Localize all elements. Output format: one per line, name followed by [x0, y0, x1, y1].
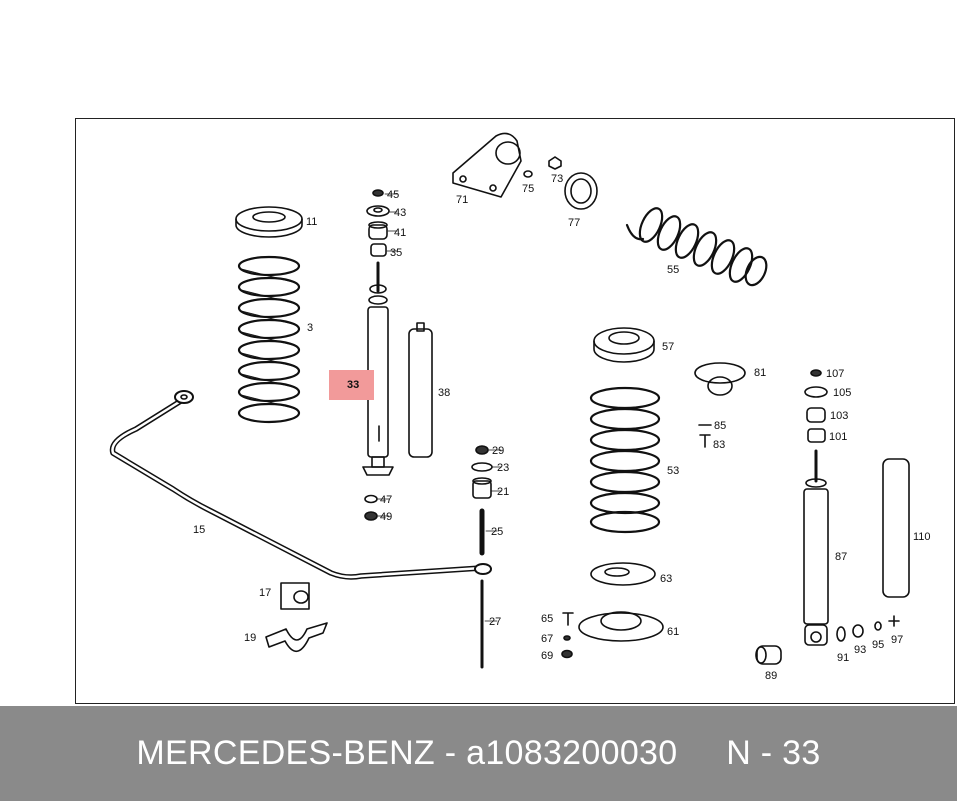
bracket-part-71: [452, 132, 522, 198]
label-part-57: 57: [662, 341, 674, 353]
label-part-38: 38: [438, 387, 450, 399]
label-part-91: 91: [837, 652, 849, 664]
label-part-49: 49: [380, 511, 392, 523]
label-part-77: 77: [568, 217, 580, 229]
part-number: a1083200030: [466, 734, 678, 772]
label-part-95: 95: [872, 639, 884, 651]
label-part-41: 41: [394, 227, 406, 239]
label-part-35: 35: [390, 247, 402, 259]
label-part-63: 63: [660, 573, 672, 585]
bracket-part-19: [265, 622, 328, 653]
small-parts-73-75: [523, 156, 562, 178]
shock-absorber-part-87: [803, 449, 829, 646]
label-part-19: 19: [244, 632, 256, 644]
label-part-89: 89: [765, 670, 777, 682]
label-part-69: 69: [541, 650, 553, 662]
small-parts-65-69: [561, 612, 574, 659]
label-part-55: 55: [667, 264, 679, 276]
label-part-53: 53: [667, 465, 679, 477]
brand-name: MERCEDES-BENZ: [136, 734, 436, 772]
label-part-83: 83: [713, 439, 725, 451]
label-part-29: 29: [492, 445, 504, 457]
label-part-15: 15: [193, 524, 205, 536]
highlight-box-part-33[interactable]: [329, 370, 374, 400]
coil-spring-part-53: [589, 386, 661, 534]
label-part-107: 107: [826, 368, 844, 380]
label-part-93: 93: [854, 644, 866, 656]
gap: [677, 734, 726, 772]
label-part-17: 17: [259, 587, 271, 599]
label-part-11: 11: [306, 216, 317, 228]
protective-tube-part-110: [882, 458, 910, 598]
label-part-61: 61: [667, 626, 679, 638]
label-part-87: 87: [835, 551, 847, 563]
small-parts-83-85: [698, 424, 712, 448]
coil-spring-part-55: [625, 207, 768, 287]
label-part-43: 43: [394, 207, 406, 219]
leader-lines: [377, 193, 502, 622]
label-part-71: 71: [456, 194, 468, 206]
label-part-65: 65: [541, 613, 553, 625]
nut-washer-47-49: [364, 494, 378, 521]
footer-bar: MERCEDES-BENZ - a1083200030 N - 33: [0, 706, 957, 801]
spring-pad-part-63: [590, 562, 656, 586]
small-parts-91-97: [836, 615, 900, 642]
protective-tube-part-38: [408, 322, 433, 458]
stabilizer-ends: [174, 390, 492, 575]
suspension-exploded-diagram: 11 3 45 43 41 35 33 38 47 49 15 17 19 29…: [109, 132, 931, 682]
label-part-101: 101: [829, 431, 847, 443]
footer-caption: MERCEDES-BENZ - a1083200030 N - 33: [136, 734, 820, 773]
label-part-21: 21: [497, 486, 509, 498]
label-part-47: 47: [380, 494, 392, 506]
label-part-23: 23: [497, 462, 509, 474]
mount-plate-part-61: [578, 611, 664, 642]
link-stack-centre: [471, 445, 493, 669]
stabilizer-bar-inner: [111, 397, 483, 579]
shock-absorber-part-33: [362, 261, 394, 476]
clamp-part-77: [564, 172, 598, 210]
diagram-frame: 11 3 45 43 41 35 33 38 47 49 15 17 19 29…: [75, 118, 955, 704]
label-part-45: 45: [387, 189, 399, 201]
label-part-27: 27: [489, 616, 501, 628]
label-part-110: 110: [913, 531, 931, 543]
label-part-103: 103: [830, 410, 848, 422]
label-part-75: 75: [522, 183, 534, 195]
part-labels: 11 3 45 43 41 35 33 38 47 49 15 17 19 29…: [193, 173, 931, 682]
label-part-105: 105: [833, 387, 851, 399]
shock-mount-stack-left: [366, 189, 390, 257]
label-part-3: 3: [307, 322, 313, 334]
shock-mount-stack-right: [804, 369, 828, 443]
label-part-81: 81: [754, 367, 766, 379]
label-part-73: 73: [551, 173, 563, 185]
rubber-bushing-part-17: [280, 582, 310, 610]
position-label: N - 33: [726, 734, 821, 772]
label-part-85: 85: [714, 420, 726, 432]
label-part-67: 67: [541, 633, 553, 645]
bushing-part-89: [755, 645, 782, 665]
separator: -: [435, 734, 467, 772]
label-part-25: 25: [491, 526, 503, 538]
spring-seat-part-57: [593, 327, 655, 363]
mount-part-81: [694, 362, 746, 396]
coil-spring-part-3: [237, 255, 301, 424]
spring-seat-part-11: [235, 206, 303, 238]
label-part-33: 33: [347, 379, 359, 391]
label-part-97: 97: [891, 634, 903, 646]
